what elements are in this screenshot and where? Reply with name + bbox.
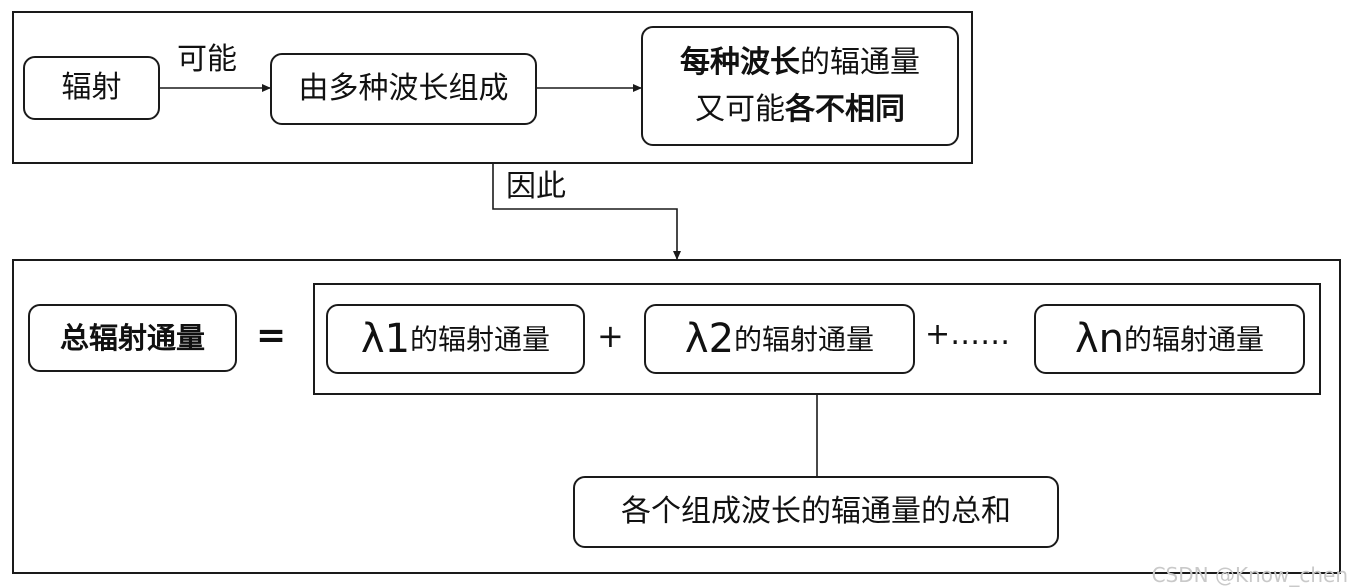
term1-text: 的辐射通量 (410, 322, 551, 356)
result-line1: 每种波长的辐通量 (680, 44, 920, 82)
result-line1-rest: 的辐通量 (800, 44, 920, 80)
terms-frame (313, 283, 1321, 395)
composed-label: 由多种波长组成 (298, 71, 509, 107)
total-flux-node: 总辐射通量 (28, 304, 237, 372)
top-frame (12, 11, 973, 164)
result-line2-plain: 又可能 (695, 92, 785, 127)
sum-note-node: 各个组成波长的辐通量的总和 (573, 476, 1059, 548)
result-line2-bold: 各不相同 (785, 92, 905, 127)
termn-symbol: λn (1074, 316, 1124, 362)
watermark: CSDN @Know_chen (1151, 563, 1348, 587)
plus-ellipsis: +…… (925, 317, 1011, 352)
total-flux-label: 总辐射通量 (59, 320, 205, 355)
term2-text: 的辐射通量 (734, 322, 875, 356)
result-node: 每种波长的辐通量 又可能各不相同 (641, 26, 959, 146)
term2-symbol: λ2 (684, 316, 735, 362)
result-line2: 又可能各不相同 (695, 91, 905, 129)
termn-text: 的辐射通量 (1124, 322, 1265, 356)
composed-node: 由多种波长组成 (270, 53, 537, 125)
radiation-node: 辐射 (23, 56, 160, 120)
bottom-frame (12, 259, 1341, 574)
result-line1-bold: 每种波长 (680, 44, 800, 80)
may-label: 可能 (177, 42, 237, 77)
radiation-label: 辐射 (61, 70, 122, 106)
sum-note-label: 各个组成波长的辐通量的总和 (621, 494, 1011, 530)
arrow-therefore (492, 164, 681, 260)
plus-sign-1: + (597, 317, 624, 355)
term1-symbol: λ1 (360, 316, 411, 362)
therefore-label: 因此 (506, 169, 566, 204)
equals-sign: = (256, 315, 287, 356)
